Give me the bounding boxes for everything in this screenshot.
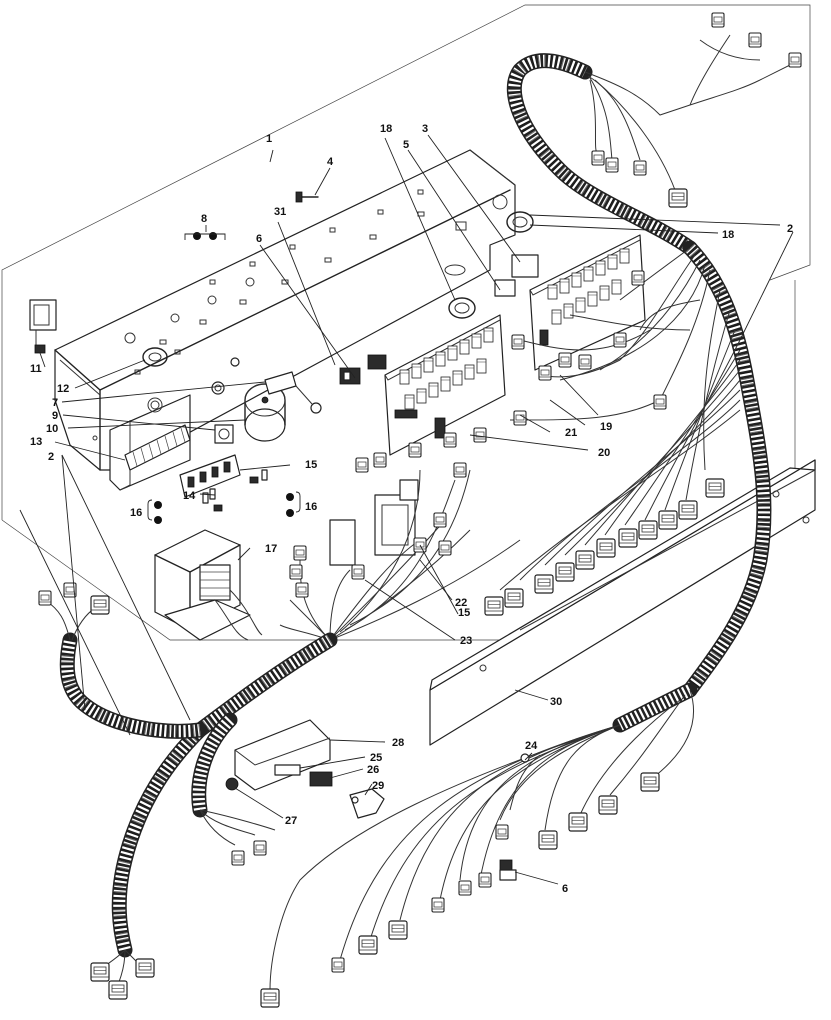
mounting-bracket [29,299,57,354]
screw [295,191,319,203]
callout-30: 30 [550,696,562,708]
callout-8: 8 [201,213,207,225]
callout-6-bottom: 6 [562,883,568,895]
callout-15-right: 15 [458,607,470,619]
callout-18-right: 18 [722,229,734,241]
capacitor [244,383,286,442]
callout-18-top: 18 [380,123,392,135]
callout-19: 19 [600,421,612,433]
callout-labels: 1 2 2 3 4 5 6 6 7 8 9 10 11 12 13 14 15 … [30,123,793,895]
callout-5: 5 [403,139,409,151]
leader-lines [19,134,794,885]
harness-lower-right [260,682,698,1008]
callout-24: 24 [525,740,538,752]
transformer [154,529,263,641]
callout-7: 7 [52,397,58,409]
harness-wires-left-fan [279,427,521,641]
callout-4: 4 [327,156,334,168]
callout-27: 27 [285,815,297,827]
grommet-18 [448,211,534,319]
small-fasteners [147,232,301,524]
callout-26: 26 [367,764,379,776]
fuse-holder [211,357,322,414]
cover-bracket [429,459,816,746]
callout-10: 10 [46,423,58,435]
callout-1: 1 [266,133,272,145]
harness-right-vertical [682,240,772,698]
callout-2-left: 2 [48,451,54,463]
callout-21: 21 [565,427,577,439]
callout-22: 22 [455,597,467,609]
terminal-block [124,424,191,471]
callout-29: 29 [372,780,384,792]
harness-wires-center [484,247,741,616]
callout-16-right: 16 [305,501,317,513]
relay-module [329,254,539,566]
callout-6-top: 6 [256,233,262,245]
callout-31: 31 [274,206,286,218]
callout-3: 3 [422,123,428,135]
screw-terminal-strip [179,454,241,498]
callout-16-left: 16 [130,507,142,519]
callout-25: 25 [370,752,382,764]
callout-15-left: 15 [305,459,317,471]
callout-2-right: 2 [787,223,793,235]
callout-17: 17 [265,543,277,555]
grommet [142,347,168,367]
callout-9: 9 [52,410,58,422]
switch-bracket [225,719,385,819]
callout-28: 28 [392,737,404,749]
harness-upper-right [506,12,802,256]
callout-12: 12 [57,383,69,395]
callout-13: 13 [30,436,42,448]
callout-20: 20 [598,447,610,459]
callout-11: 11 [30,363,42,375]
control-board-front [384,314,506,456]
callout-14: 14 [183,490,196,502]
rocker-switch [339,354,387,385]
callout-23: 23 [460,635,472,647]
housing-box [54,149,516,491]
harness-lower-left [38,582,338,1000]
